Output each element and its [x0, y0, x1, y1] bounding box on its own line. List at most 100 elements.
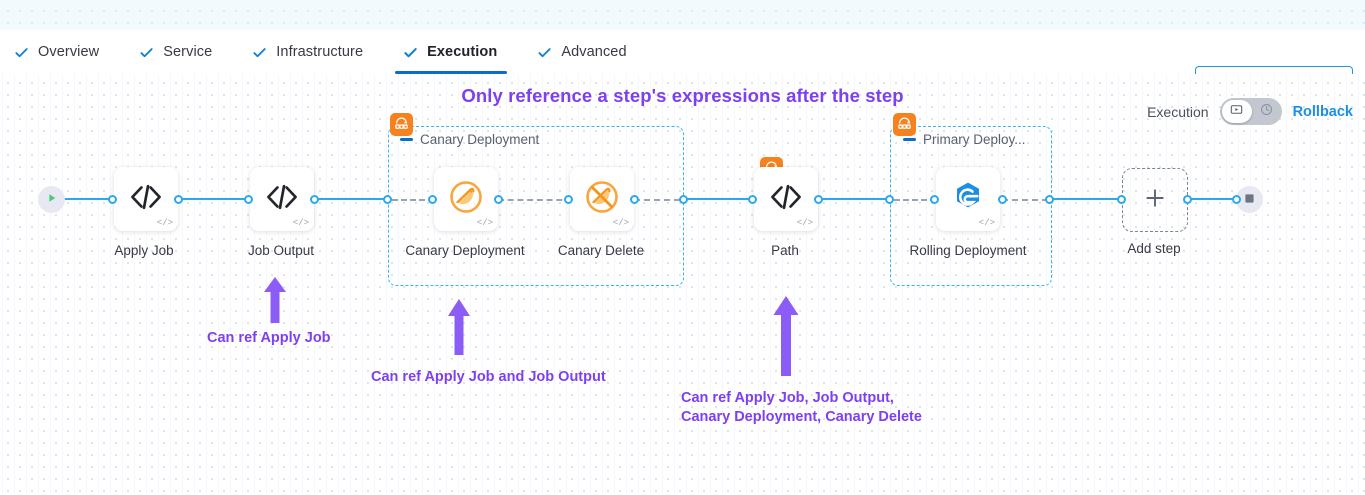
step-group-icon	[893, 113, 916, 136]
collapse-dash-icon[interactable]	[400, 138, 413, 141]
port-end-in[interactable]	[1232, 195, 1241, 204]
tab-label: Execution	[427, 44, 498, 60]
annotation-arrow-2	[442, 297, 476, 362]
group-title-label: Primary Deploy...	[923, 132, 1026, 147]
play-icon	[46, 191, 58, 209]
port-canary-deployment-in[interactable]	[428, 195, 437, 204]
connector-rolling-deployment-to-group-out	[1002, 199, 1048, 201]
play-box-icon	[1230, 103, 1243, 121]
rollback-link[interactable]: Rollback	[1292, 103, 1353, 120]
connector-primary-group-to-add-step	[1052, 198, 1122, 200]
step-node-apply-job[interactable]: </>	[114, 167, 178, 231]
port-add-step-out[interactable]	[1183, 195, 1192, 204]
code-corner-icon: </>	[612, 218, 629, 228]
code-icon	[129, 184, 163, 215]
annotation-text-3: Can ref Apply Job, Job Output, Canary De…	[681, 390, 922, 425]
step-label-rolling-deployment: Rolling Deployment	[909, 243, 1027, 258]
step-group-icon	[390, 113, 413, 136]
canary-bird-delete-icon	[584, 179, 620, 220]
tab-overview[interactable]: Overview	[14, 30, 99, 74]
port-path-in[interactable]	[748, 195, 757, 204]
add-step-label: Add step	[1127, 241, 1181, 256]
step-node-canary-deployment[interactable]: </>	[434, 167, 498, 231]
step-group-primary-deployment[interactable]	[890, 126, 1052, 286]
step-node-canary-delete[interactable]: </>	[570, 167, 634, 231]
step-group-canary-deployment[interactable]	[388, 126, 684, 286]
execution-mode-label: Execution	[1147, 103, 1209, 120]
annotation-text-2: Can ref Apply Job and Job Output	[371, 369, 606, 385]
annotation-text-1: Can ref Apply Job	[207, 330, 331, 346]
check-icon	[14, 45, 29, 60]
port-canary-delete-in[interactable]	[564, 195, 573, 204]
tab-label: Service	[163, 44, 213, 60]
port-canary-deployment-out[interactable]	[494, 195, 503, 204]
code-icon	[769, 184, 803, 215]
tab-label: Infrastructure	[276, 44, 364, 60]
port-rolling-deployment-in[interactable]	[930, 195, 939, 204]
connector-canary-group-to-path	[684, 198, 752, 200]
execution-rollback-toggle-bar: Execution Rollback	[1147, 98, 1353, 125]
port-rolling-deployment-out[interactable]	[998, 195, 1007, 204]
connector-start-to-apply-job	[62, 198, 114, 200]
port-add-step-in[interactable]	[1117, 195, 1126, 204]
step-group-title-primary: Primary Deploy...	[903, 132, 1026, 147]
collapse-dash-icon[interactable]	[903, 138, 916, 141]
port-job-output-in[interactable]	[244, 195, 253, 204]
canary-bird-icon	[448, 179, 484, 220]
port-job-output-out[interactable]	[310, 195, 319, 204]
check-icon	[537, 45, 552, 60]
connector-path-to-primary-group	[818, 198, 890, 200]
toggle-knob-execution[interactable]	[1221, 100, 1252, 123]
check-icon	[403, 45, 418, 60]
top-dotted-strip	[0, 0, 1365, 30]
code-corner-icon: </>	[796, 218, 813, 228]
stage-tabs: Overview Service Infrastructure	[0, 30, 667, 74]
tab-label: Advanced	[561, 44, 627, 60]
port-apply-job-in[interactable]	[108, 195, 117, 204]
rolling-deployment-icon	[951, 180, 985, 219]
stop-icon	[1244, 191, 1255, 209]
code-corner-icon: </>	[476, 218, 493, 228]
tab-service[interactable]: Service	[139, 30, 212, 74]
code-corner-icon: </>	[292, 218, 309, 228]
toggle-option-rollback[interactable]	[1252, 103, 1282, 121]
connector-group-in-to-canary-deployment	[392, 199, 434, 201]
annotation-arrow-3	[768, 294, 804, 381]
code-corner-icon: </>	[978, 218, 995, 228]
port-primary-group-in[interactable]	[885, 195, 894, 204]
port-canary-delete-out[interactable]	[630, 195, 639, 204]
plus-icon	[1144, 187, 1166, 214]
connector-group-in-to-rolling-deployment	[894, 199, 936, 201]
annotation-arrow-1	[258, 275, 292, 330]
step-label-apply-job: Apply Job	[114, 243, 174, 258]
step-node-path[interactable]: </>	[754, 167, 818, 231]
check-icon	[139, 45, 154, 60]
tab-advanced[interactable]: Advanced	[537, 30, 627, 74]
pipeline-start-node[interactable]	[38, 186, 65, 213]
add-step-button[interactable]	[1122, 168, 1188, 232]
code-icon	[265, 184, 299, 215]
connector-job-output-to-canary-group	[314, 198, 386, 200]
code-corner-icon: </>	[156, 218, 173, 228]
step-group-title-canary: Canary Deployment	[400, 132, 539, 147]
connector-add-step-to-end	[1186, 198, 1238, 200]
check-icon	[252, 45, 267, 60]
port-path-out[interactable]	[814, 195, 823, 204]
connector-canary-deployment-to-canary-delete	[498, 199, 572, 201]
step-label-canary-deployment: Canary Deployment	[405, 243, 525, 258]
step-label-job-output: Job Output	[247, 243, 315, 258]
port-apply-job-out[interactable]	[174, 195, 183, 204]
connector-canary-delete-to-group-out	[634, 199, 680, 201]
execution-rollback-toggle[interactable]	[1219, 98, 1282, 125]
tab-infrastructure[interactable]: Infrastructure	[252, 30, 363, 74]
port-canary-group-in[interactable]	[383, 195, 392, 204]
step-node-rolling-deployment[interactable]: </>	[936, 167, 1000, 231]
pipeline-canvas[interactable]	[0, 74, 1365, 495]
step-label-path: Path	[771, 243, 799, 258]
tab-execution[interactable]: Execution	[395, 30, 508, 74]
step-node-job-output[interactable]: </>	[250, 167, 314, 231]
port-primary-group-out[interactable]	[1045, 195, 1054, 204]
rollback-clock-icon	[1260, 103, 1273, 121]
step-label-canary-delete: Canary Delete	[557, 243, 645, 258]
port-canary-group-out[interactable]	[679, 195, 688, 204]
